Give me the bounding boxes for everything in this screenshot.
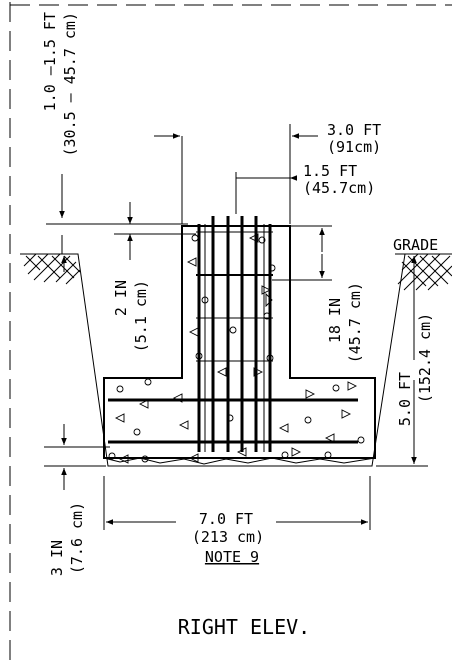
pier-height-cm-label: (45.7 cm) bbox=[346, 282, 364, 363]
depth-ft-label: 5.0 FT bbox=[396, 372, 414, 426]
dim-depth: 5.0 FT (152.4 cm) bbox=[376, 256, 434, 467]
note-label: NOTE 9 bbox=[205, 548, 259, 566]
grade-hatch-left bbox=[23, 253, 81, 285]
half-width-ft-label: 1.5 FT bbox=[303, 162, 357, 180]
dim-top-offset: 1.0 –1.5 FT (30.5 – 45.7 cm) bbox=[41, 12, 188, 254]
top-cover-cm-label: (5.1 cm) bbox=[132, 280, 150, 352]
dim-top-cover: 2 IN (5.1 cm) bbox=[112, 202, 196, 352]
top-offset-cm-label: (30.5 – 45.7 cm) bbox=[61, 12, 79, 157]
pier-width-ft-label: 3.0 FT bbox=[327, 121, 381, 139]
drawing-border bbox=[9, 2, 452, 661]
pier-height-in-label: 18 IN bbox=[326, 298, 344, 343]
grade-marker: GRADE bbox=[393, 236, 452, 255]
dim-half-width: 1.5 FT (45.7cm) bbox=[235, 162, 375, 214]
dim-footing-width: 7.0 FT (213 cm) NOTE 9 bbox=[103, 476, 371, 566]
view-title: RIGHT ELEV. bbox=[178, 615, 310, 639]
vertical-rebar bbox=[197, 216, 272, 452]
top-offset-ft-label: 1.0 –1.5 FT bbox=[41, 12, 59, 111]
dim-pier-height: 18 IN (45.7 cm) bbox=[272, 225, 364, 363]
mat-rebar bbox=[108, 398, 358, 444]
grade-hatch-right bbox=[397, 253, 452, 291]
half-width-cm-label: (45.7cm) bbox=[303, 179, 375, 197]
pier-width-cm-label: (91cm) bbox=[327, 138, 381, 156]
footing-bottom-edge bbox=[103, 457, 376, 465]
excavation-outline bbox=[20, 253, 452, 467]
footing-width-ft-label: 7.0 FT bbox=[199, 510, 253, 528]
dim-pier-width: 3.0 FT (91cm) bbox=[154, 121, 381, 224]
dim-bottom-cover: 3 IN (7.6 cm) bbox=[44, 424, 110, 576]
rebar-ties bbox=[196, 231, 273, 362]
depth-cm-label: (152.4 cm) bbox=[416, 313, 434, 403]
footing-width-cm-label: (213 cm) bbox=[192, 528, 264, 546]
bottom-cover-cm-label: (7.6 cm) bbox=[68, 502, 86, 574]
grade-label: GRADE bbox=[393, 236, 438, 254]
top-cover-in-label: 2 IN bbox=[112, 280, 130, 316]
bottom-cover-in-label: 3 IN bbox=[48, 540, 66, 576]
